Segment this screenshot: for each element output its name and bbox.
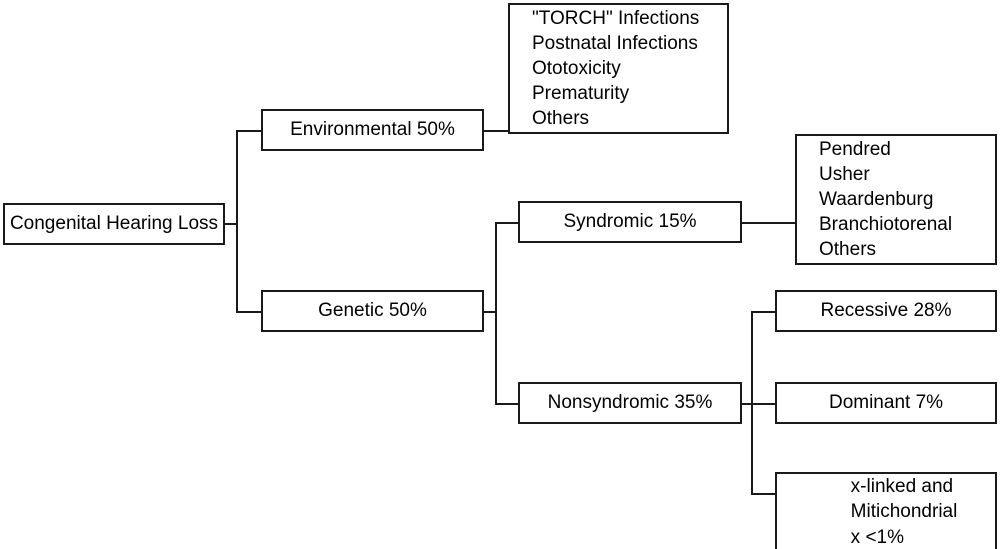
node-label: "TORCH" Infections Postnatal Infections … — [532, 7, 700, 130]
node-label: Syndromic 15% — [563, 211, 697, 233]
node-environmental-causes-list[interactable]: "TORCH" Infections Postnatal Infections … — [508, 3, 729, 134]
connector-syndromic-to-examples — [740, 222, 797, 224]
connector-root-split-vertical — [236, 130, 238, 312]
node-dominant[interactable]: Dominant 7% — [775, 382, 997, 424]
connector-nonsyndromic-to-xlinked — [751, 493, 777, 495]
connector-genetic-split-vertical — [495, 222, 497, 404]
connector-root-to-genetic — [236, 311, 263, 313]
connector-nonsyndromic-stub — [740, 403, 753, 405]
node-label: Recessive 28% — [820, 300, 952, 322]
node-label: Pendred Usher Waardenburg Branchiotorena… — [819, 138, 953, 261]
connector-root-to-environmental — [236, 130, 263, 132]
connector-environmental-to-causes — [482, 130, 510, 132]
node-label: Congenital Hearing Loss — [9, 213, 219, 235]
node-label: x-linked and Mitichondrial x <1% — [850, 476, 958, 548]
connector-genetic-to-nonsyndromic — [495, 403, 520, 405]
node-label: Environmental 50% — [290, 119, 455, 141]
connector-genetic-stub — [482, 311, 497, 313]
connector-root-stub — [225, 223, 238, 225]
node-syndromic[interactable]: Syndromic 15% — [518, 201, 742, 243]
node-environmental[interactable]: Environmental 50% — [261, 109, 484, 151]
node-genetic[interactable]: Genetic 50% — [261, 290, 484, 332]
node-label: Nonsyndromic 35% — [547, 392, 713, 414]
connector-nonsyndromic-to-recessive — [751, 311, 777, 313]
node-label: Dominant 7% — [828, 392, 944, 414]
node-label: Genetic 50% — [318, 300, 427, 322]
node-nonsyndromic[interactable]: Nonsyndromic 35% — [518, 382, 742, 424]
node-congenital-hearing-loss[interactable]: Congenital Hearing Loss — [3, 203, 225, 245]
node-xlinked-mitochondrial[interactable]: x-linked and Mitichondrial x <1% — [775, 472, 997, 549]
node-syndromic-examples-list[interactable]: Pendred Usher Waardenburg Branchiotorena… — [795, 134, 997, 265]
node-recessive[interactable]: Recessive 28% — [775, 290, 997, 332]
connector-nonsyndromic-split-vertical — [751, 311, 753, 493]
connector-nonsyndromic-to-dominant — [751, 403, 777, 405]
connector-genetic-to-syndromic — [495, 222, 520, 224]
